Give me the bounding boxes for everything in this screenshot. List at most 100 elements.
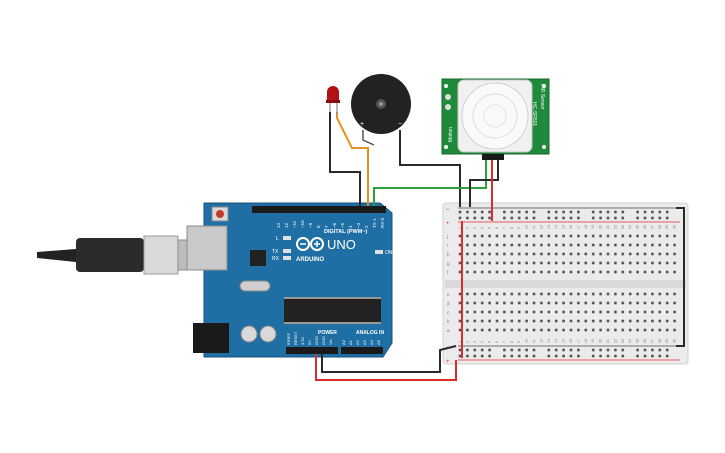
red-led[interactable]	[326, 86, 340, 114]
breadboard-hole[interactable]	[480, 270, 484, 274]
breadboard-hole[interactable]	[458, 216, 462, 220]
breadboard-hole[interactable]	[488, 292, 491, 296]
breadboard-hole[interactable]	[562, 270, 565, 274]
breadboard-hole[interactable]	[503, 310, 506, 314]
breadboard-hole[interactable]	[614, 252, 617, 256]
breadboard-hole[interactable]	[651, 234, 654, 238]
breadboard-hole[interactable]	[636, 319, 639, 323]
breadboard-hole[interactable]	[643, 301, 647, 305]
breadboard-hole[interactable]	[577, 243, 580, 247]
breadboard-hole[interactable]	[591, 328, 595, 332]
breadboard-hole[interactable]	[599, 270, 602, 274]
breadboard-hole[interactable]	[606, 354, 610, 358]
breadboard-hole[interactable]	[458, 348, 462, 352]
breadboard-hole[interactable]	[584, 270, 588, 274]
breadboard-hole[interactable]	[495, 319, 499, 323]
breadboard-hole[interactable]	[651, 301, 654, 305]
breadboard-hole[interactable]	[517, 243, 521, 247]
breadboard-hole[interactable]	[569, 243, 573, 247]
breadboard-hole[interactable]	[466, 310, 469, 314]
breadboard-hole[interactable]	[525, 243, 528, 247]
breadboard-hole[interactable]	[473, 310, 477, 314]
breadboard-hole[interactable]	[614, 319, 617, 323]
breadboard-hole[interactable]	[628, 310, 632, 314]
breadboard-hole[interactable]	[614, 301, 617, 305]
breadboard-hole[interactable]	[466, 234, 469, 238]
breadboard-hole[interactable]	[606, 261, 610, 265]
breadboard-hole[interactable]	[665, 319, 669, 323]
breadboard-hole[interactable]	[547, 234, 551, 238]
breadboard-hole[interactable]	[547, 328, 551, 332]
breadboard-hole[interactable]	[510, 354, 514, 358]
breadboard-hole[interactable]	[473, 234, 477, 238]
breadboard-hole[interactable]	[651, 310, 654, 314]
breadboard-hole[interactable]	[458, 243, 462, 247]
breadboard-hole[interactable]	[480, 234, 484, 238]
breadboard-hole[interactable]	[473, 301, 477, 305]
breadboard-hole[interactable]	[665, 348, 669, 352]
breadboard-hole[interactable]	[540, 261, 543, 265]
breadboard-hole[interactable]	[606, 310, 610, 314]
breadboard-hole[interactable]	[562, 319, 565, 323]
breadboard-hole[interactable]	[466, 261, 469, 265]
breadboard-hole[interactable]	[628, 252, 632, 256]
breadboard-hole[interactable]	[554, 243, 558, 247]
breadboard-hole[interactable]	[591, 216, 595, 220]
breadboard-hole[interactable]	[503, 328, 506, 332]
breadboard-hole[interactable]	[599, 252, 602, 256]
breadboard-hole[interactable]	[540, 243, 543, 247]
breadboard-hole[interactable]	[599, 310, 602, 314]
breadboard-hole[interactable]	[495, 261, 499, 265]
breadboard-hole[interactable]	[673, 252, 676, 256]
breadboard-hole[interactable]	[532, 270, 536, 274]
breadboard-hole[interactable]	[643, 328, 647, 332]
breadboard-hole[interactable]	[554, 216, 558, 220]
breadboard-hole[interactable]	[495, 252, 499, 256]
breadboard-hole[interactable]	[577, 216, 580, 220]
breadboard-hole[interactable]	[525, 328, 528, 332]
breadboard-hole[interactable]	[621, 270, 625, 274]
breadboard-hole[interactable]	[614, 310, 617, 314]
breadboard-hole[interactable]	[651, 354, 654, 358]
breadboard-hole[interactable]	[621, 243, 625, 247]
breadboard-hole[interactable]	[658, 348, 662, 352]
breadboard-hole[interactable]	[488, 234, 491, 238]
digital-header[interactable]	[252, 206, 386, 213]
breadboard-hole[interactable]	[651, 210, 654, 214]
breadboard-hole[interactable]	[658, 354, 662, 358]
breadboard-hole[interactable]	[510, 348, 514, 352]
breadboard-hole[interactable]	[621, 252, 625, 256]
breadboard-hole[interactable]	[547, 354, 551, 358]
breadboard-hole[interactable]	[517, 261, 521, 265]
breadboard-hole[interactable]	[577, 252, 580, 256]
breadboard-hole[interactable]	[547, 310, 551, 314]
breadboard-hole[interactable]	[636, 301, 639, 305]
breadboard-hole[interactable]	[599, 243, 602, 247]
breadboard-hole[interactable]	[665, 310, 669, 314]
breadboard-hole[interactable]	[547, 292, 551, 296]
breadboard-hole[interactable]	[591, 348, 595, 352]
breadboard-hole[interactable]	[473, 243, 477, 247]
breadboard-hole[interactable]	[606, 252, 610, 256]
wire-rail-bridge-right[interactable]	[676, 207, 685, 347]
breadboard-hole[interactable]	[480, 243, 484, 247]
breadboard-hole[interactable]	[466, 348, 469, 352]
breadboard-hole[interactable]	[658, 252, 662, 256]
breadboard-hole[interactable]	[458, 319, 462, 323]
breadboard-hole[interactable]	[643, 270, 647, 274]
breadboard-hole[interactable]	[673, 234, 676, 238]
breadboard-hole[interactable]	[495, 292, 499, 296]
breadboard-hole[interactable]	[562, 234, 565, 238]
breadboard-hole[interactable]	[628, 301, 632, 305]
breadboard-hole[interactable]	[510, 261, 514, 265]
breadboard-hole[interactable]	[673, 270, 676, 274]
breadboard-hole[interactable]	[577, 210, 580, 214]
breadboard-hole[interactable]	[658, 261, 662, 265]
breadboard-hole[interactable]	[532, 310, 536, 314]
breadboard-hole[interactable]	[488, 354, 491, 358]
breadboard-hole[interactable]	[643, 319, 647, 323]
breadboard-hole[interactable]	[525, 210, 528, 214]
breadboard-hole[interactable]	[673, 301, 676, 305]
breadboard-hole[interactable]	[554, 252, 558, 256]
breadboard-hole[interactable]	[488, 216, 491, 220]
